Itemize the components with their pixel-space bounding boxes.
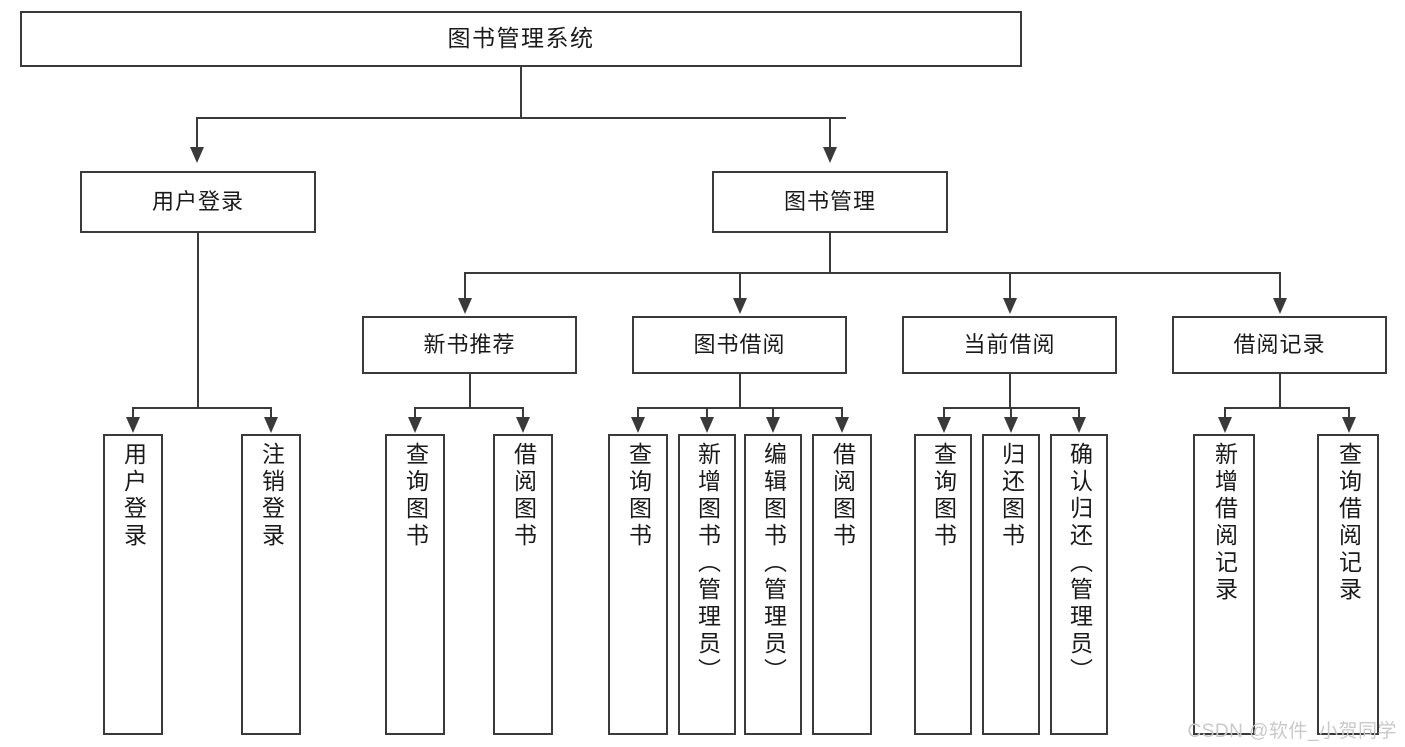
node-label: 图书借阅 xyxy=(693,331,786,357)
connector-borrow-record-trunk xyxy=(1279,374,1281,408)
leaf-label: 查询图书 xyxy=(930,442,957,550)
connector-current-borrow-trunk xyxy=(1009,374,1011,408)
connector-new-book-leaf1 xyxy=(414,407,416,419)
connector-to-new-book xyxy=(464,272,466,300)
leaf-logout-login[interactable]: 注销登录 xyxy=(241,434,301,735)
node-label: 图书管理 xyxy=(783,188,876,214)
connector-level3-bus xyxy=(464,272,1280,274)
leaf-label: 新增图书（管理员） xyxy=(694,442,721,685)
arrow-user-login-leaf2 xyxy=(264,417,278,433)
node-label: 用户登录 xyxy=(151,188,244,214)
leaf-query-book-2[interactable]: 查询图书 xyxy=(608,434,668,735)
connector-book-borrow-trunk xyxy=(739,374,741,408)
leaf-label: 借阅图书 xyxy=(510,442,537,550)
leaf-borrow-book-2[interactable]: 借阅图书 xyxy=(812,434,872,735)
connector-borrow-record-leaf1 xyxy=(1224,407,1226,419)
connector-new-book-leaf2 xyxy=(522,407,524,419)
node-user-login[interactable]: 用户登录 xyxy=(80,171,316,233)
arrow-to-book-manage xyxy=(823,147,837,163)
node-current-borrow[interactable]: 当前借阅 xyxy=(902,316,1117,374)
leaf-borrow-book-1[interactable]: 借阅图书 xyxy=(493,434,553,735)
arrow-to-user-login xyxy=(190,147,204,163)
leaf-label: 新增借阅记录 xyxy=(1211,442,1238,604)
arrow-book-borrow-leaf1 xyxy=(631,417,645,433)
arrow-current-borrow-leaf2 xyxy=(1004,417,1018,433)
connector-book-borrow-leaf4 xyxy=(841,407,843,419)
leaf-add-record[interactable]: 新增借阅记录 xyxy=(1193,434,1255,735)
node-label: 新书推荐 xyxy=(423,331,516,357)
leaf-label: 确认归还（管理员） xyxy=(1066,442,1093,685)
connector-new-book-bus xyxy=(414,407,524,409)
leaf-query-book-1[interactable]: 查询图书 xyxy=(385,434,445,735)
arrow-book-borrow-leaf2 xyxy=(700,417,714,433)
leaf-label: 用户登录 xyxy=(120,442,147,550)
arrow-to-new-book xyxy=(458,298,472,314)
arrow-to-current-borrow xyxy=(1003,298,1017,314)
connector-borrow-record-bus xyxy=(1224,407,1350,409)
leaf-label: 归还图书 xyxy=(998,442,1025,550)
connector-user-login-trunk xyxy=(197,233,199,408)
leaf-user-login[interactable]: 用户登录 xyxy=(103,434,163,735)
leaf-label: 编辑图书（管理员） xyxy=(760,442,787,685)
leaf-label: 查询借阅记录 xyxy=(1335,442,1362,604)
leaf-query-book-3[interactable]: 查询图书 xyxy=(914,434,972,735)
arrow-borrow-record-leaf1 xyxy=(1218,417,1232,433)
connector-book-borrow-bus xyxy=(637,407,843,409)
leaf-label: 借阅图书 xyxy=(829,442,856,550)
connector-to-current-borrow xyxy=(1009,272,1011,300)
leaf-label: 注销登录 xyxy=(258,442,285,550)
leaf-edit-book[interactable]: 编辑图书（管理员） xyxy=(744,434,802,735)
arrow-book-borrow-leaf3 xyxy=(766,417,780,433)
connector-user-login-bus xyxy=(132,407,272,409)
node-book-management[interactable]: 图书管理 xyxy=(712,171,948,233)
leaf-label: 查询图书 xyxy=(402,442,429,550)
leaf-query-record[interactable]: 查询借阅记录 xyxy=(1317,434,1379,735)
connector-user-login-leaf1 xyxy=(132,407,134,419)
node-label: 图书管理系统 xyxy=(447,25,595,52)
arrow-new-book-leaf1 xyxy=(408,417,422,433)
node-book-borrow[interactable]: 图书借阅 xyxy=(632,316,847,374)
connector-level2-bus xyxy=(196,117,846,119)
connector-new-book-trunk xyxy=(469,374,471,408)
connector-to-book-manage xyxy=(829,117,831,149)
node-borrow-record[interactable]: 借阅记录 xyxy=(1172,316,1387,374)
leaf-return-book[interactable]: 归还图书 xyxy=(982,434,1040,735)
arrow-current-borrow-leaf1 xyxy=(937,417,951,433)
arrow-to-book-borrow xyxy=(733,298,747,314)
arrow-user-login-leaf1 xyxy=(126,417,140,433)
arrow-new-book-leaf2 xyxy=(516,417,530,433)
connector-to-borrow-record xyxy=(1279,272,1281,300)
connector-book-manage-trunk xyxy=(829,233,831,273)
leaf-add-book[interactable]: 新增图书（管理员） xyxy=(678,434,736,735)
connector-to-book-borrow xyxy=(739,272,741,300)
connector-borrow-record-leaf2 xyxy=(1348,407,1350,419)
connector-current-borrow-leaf2 xyxy=(1010,407,1012,419)
connector-title-trunk xyxy=(520,67,522,118)
connector-book-borrow-leaf1 xyxy=(637,407,639,419)
leaf-label: 查询图书 xyxy=(625,442,652,550)
connector-current-borrow-leaf3 xyxy=(1078,407,1080,419)
node-book-management-system[interactable]: 图书管理系统 xyxy=(20,11,1022,67)
connector-current-borrow-leaf1 xyxy=(943,407,945,419)
connector-to-user-login xyxy=(196,117,198,149)
arrow-current-borrow-leaf3 xyxy=(1072,417,1086,433)
leaf-confirm-return[interactable]: 确认归还（管理员） xyxy=(1050,434,1108,735)
arrow-to-borrow-record xyxy=(1273,298,1287,314)
connector-book-borrow-leaf3 xyxy=(772,407,774,419)
csdn-watermark: CSDN @软件_小贺同学 xyxy=(1187,721,1397,742)
node-label: 当前借阅 xyxy=(963,331,1056,357)
connector-user-login-leaf2 xyxy=(270,407,272,419)
node-new-book-recommend[interactable]: 新书推荐 xyxy=(362,316,577,374)
connector-book-borrow-leaf2 xyxy=(706,407,708,419)
arrow-book-borrow-leaf4 xyxy=(835,417,849,433)
arrow-borrow-record-leaf2 xyxy=(1342,417,1356,433)
node-label: 借阅记录 xyxy=(1233,331,1326,357)
